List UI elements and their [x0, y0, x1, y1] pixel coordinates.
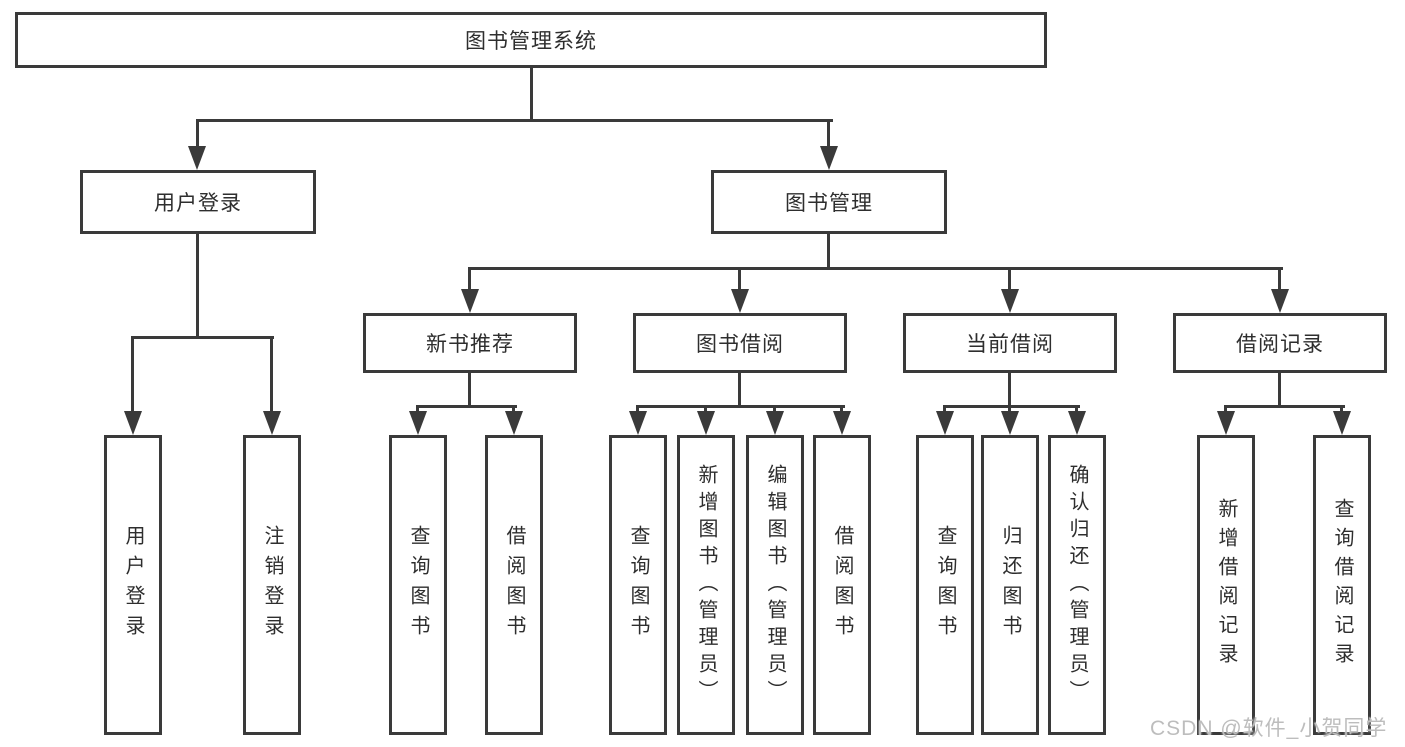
- leaf-logout: 注销登录: [243, 435, 301, 735]
- connector-line: [530, 68, 533, 122]
- leaf-edit-book-admin-label: 编辑图书（管理员）: [764, 463, 786, 707]
- arrow-down-icon: [629, 411, 647, 435]
- node-borrow-records-label: 借阅记录: [1236, 333, 1324, 356]
- node-book-borrow: 图书借阅: [633, 313, 847, 373]
- leaf-add-borrow-record-label: 新增借阅记录: [1215, 498, 1237, 672]
- arrow-down-icon: [936, 411, 954, 435]
- connector-line: [738, 371, 741, 408]
- connector-line: [943, 405, 1080, 408]
- leaf-borrow-books-label: 借阅图书: [831, 525, 853, 645]
- node-borrow-records: 借阅记录: [1173, 313, 1387, 373]
- leaf-return-book: 归还图书: [981, 435, 1039, 735]
- node-user-login: 用户登录: [80, 170, 316, 234]
- connector-line: [1008, 405, 1011, 414]
- arrow-down-icon: [833, 411, 851, 435]
- arrow-down-icon: [124, 411, 142, 435]
- connector-line: [738, 267, 741, 292]
- leaf-query-books-recommend-label: 查询图书: [407, 525, 429, 645]
- leaf-confirm-return-admin: 确认归还（管理员）: [1048, 435, 1106, 735]
- connector-line: [943, 405, 946, 414]
- arrow-down-icon: [188, 146, 206, 170]
- connector-line: [1224, 405, 1227, 414]
- arrow-down-icon: [409, 411, 427, 435]
- connector-line: [468, 371, 471, 408]
- node-book-borrow-label: 图书借阅: [696, 333, 784, 356]
- leaf-borrow-books-recommend-label: 借阅图书: [503, 525, 525, 645]
- watermark: CSDN @软件_小贺同学: [1150, 717, 1388, 740]
- connector-line: [131, 336, 274, 339]
- connector-line: [196, 119, 833, 122]
- node-library-system: 图书管理系统: [15, 12, 1047, 68]
- leaf-logout-label: 注销登录: [261, 525, 283, 645]
- connector-line: [131, 336, 134, 413]
- connector-line: [773, 405, 776, 414]
- arrow-down-icon: [1217, 411, 1235, 435]
- leaf-query-books-current: 查询图书: [916, 435, 974, 735]
- connector-line: [196, 234, 199, 339]
- arrow-down-icon: [263, 411, 281, 435]
- connector-line: [1224, 405, 1345, 408]
- connector-line: [270, 336, 273, 413]
- leaf-query-borrow-record: 查询借阅记录: [1313, 435, 1371, 735]
- connector-line: [1340, 405, 1343, 414]
- arrow-down-icon: [697, 411, 715, 435]
- node-current-borrow: 当前借阅: [903, 313, 1117, 373]
- node-book-management-label: 图书管理: [785, 192, 873, 215]
- leaf-edit-book-admin: 编辑图书（管理员）: [746, 435, 804, 735]
- connector-line: [1008, 267, 1011, 292]
- leaf-add-borrow-record: 新增借阅记录: [1197, 435, 1255, 735]
- leaf-return-book-label: 归还图书: [999, 525, 1021, 645]
- connector-line: [416, 405, 517, 408]
- node-new-book-recommend-label: 新书推荐: [426, 333, 514, 356]
- connector-line: [636, 405, 639, 414]
- arrow-down-icon: [820, 146, 838, 170]
- leaf-query-borrow-record-label: 查询借阅记录: [1331, 498, 1353, 672]
- arrow-down-icon: [461, 289, 479, 313]
- connector-line: [1075, 405, 1078, 414]
- arrow-down-icon: [766, 411, 784, 435]
- leaf-query-books-current-label: 查询图书: [934, 525, 956, 645]
- node-user-login-label: 用户登录: [154, 192, 242, 215]
- node-new-book-recommend: 新书推荐: [363, 313, 577, 373]
- connector-line: [704, 405, 707, 414]
- connector-line: [416, 405, 419, 414]
- leaf-query-books-borrow: 查询图书: [609, 435, 667, 735]
- arrow-down-icon: [1001, 411, 1019, 435]
- connector-line: [1278, 267, 1281, 292]
- node-library-system-label: 图书管理系统: [465, 30, 597, 53]
- node-current-borrow-label: 当前借阅: [966, 333, 1054, 356]
- leaf-add-book-admin-label: 新增图书（管理员）: [695, 463, 717, 707]
- leaf-borrow-books: 借阅图书: [813, 435, 871, 735]
- connector-line: [468, 267, 471, 292]
- arrow-down-icon: [1333, 411, 1351, 435]
- connector-line: [827, 234, 830, 270]
- leaf-add-book-admin: 新增图书（管理员）: [677, 435, 735, 735]
- connector-line: [1278, 371, 1281, 408]
- node-book-management: 图书管理: [711, 170, 947, 234]
- connector-line: [1008, 371, 1011, 408]
- arrow-down-icon: [1001, 289, 1019, 313]
- connector-line: [636, 405, 845, 408]
- leaf-query-books-borrow-label: 查询图书: [627, 525, 649, 645]
- connector-line: [512, 405, 515, 414]
- arrow-down-icon: [1271, 289, 1289, 313]
- connector-line: [827, 119, 830, 149]
- arrow-down-icon: [1068, 411, 1086, 435]
- leaf-confirm-return-admin-label: 确认归还（管理员）: [1066, 463, 1088, 707]
- arrow-down-icon: [731, 289, 749, 313]
- connector-line: [468, 267, 1283, 270]
- leaf-query-books-recommend: 查询图书: [389, 435, 447, 735]
- leaf-user-login: 用户登录: [104, 435, 162, 735]
- leaf-borrow-books-recommend: 借阅图书: [485, 435, 543, 735]
- arrow-down-icon: [505, 411, 523, 435]
- connector-line: [196, 119, 199, 149]
- leaf-user-login-label: 用户登录: [122, 525, 144, 645]
- connector-line: [840, 405, 843, 414]
